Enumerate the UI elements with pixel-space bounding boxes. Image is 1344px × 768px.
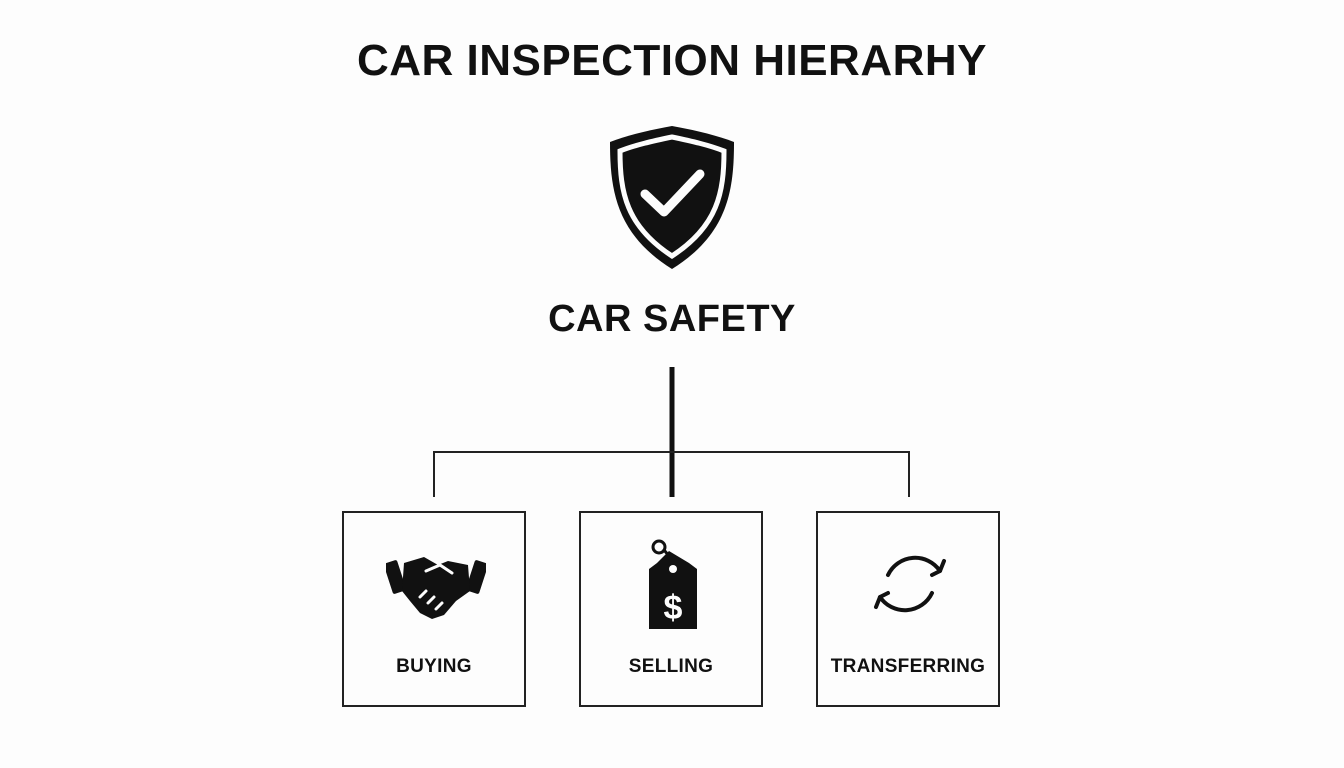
refresh-arrows-icon	[874, 555, 946, 613]
child-node-selling: $ SELLING	[579, 511, 763, 707]
root-node-label: CAR SAFETY	[548, 298, 796, 340]
child-node-label: TRANSFERRING	[830, 656, 986, 677]
child-node-label: SELLING	[628, 656, 714, 677]
child-node-label: BUYING	[396, 656, 472, 677]
shield-check-icon	[610, 126, 734, 269]
child-node-transferring: TRANSFERRING	[816, 511, 1000, 707]
diagram-title: CAR INSPECTION HIERARHY	[357, 36, 987, 85]
child-node-buying: BUYING	[342, 511, 526, 707]
handshake-icon	[386, 557, 486, 619]
price-tag-dollar-icon: $	[649, 539, 697, 629]
svg-text:$: $	[664, 589, 683, 627]
